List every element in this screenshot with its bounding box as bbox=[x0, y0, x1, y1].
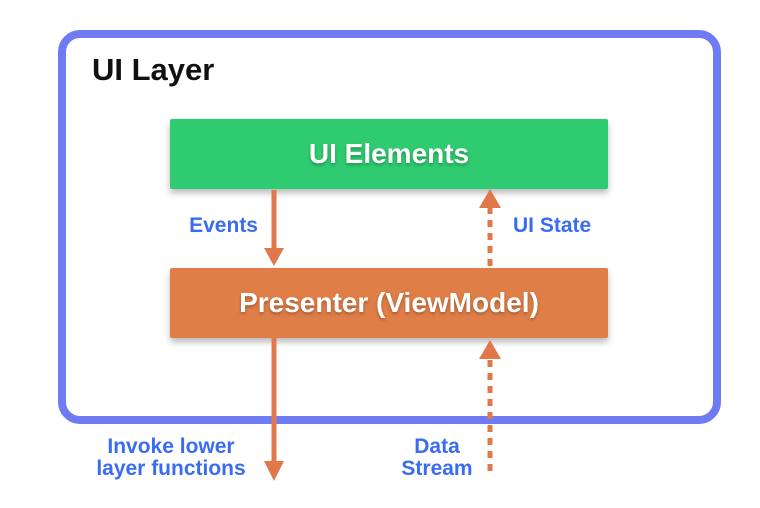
invoke-label-line2: layer functions bbox=[96, 457, 246, 480]
data-stream-label-line2: Stream bbox=[401, 457, 473, 480]
data-stream-label: Data Stream bbox=[377, 436, 497, 480]
presenter-label: Presenter (ViewModel) bbox=[239, 287, 539, 318]
ui-layer-container bbox=[58, 30, 721, 424]
invoke-label-line1: Invoke lower bbox=[107, 435, 235, 458]
events-label: Events bbox=[189, 214, 258, 237]
ui-layer-title: UI Layer bbox=[92, 52, 215, 87]
ui-state-label: UI State bbox=[513, 214, 592, 237]
ui-elements-label: UI Elements bbox=[308, 138, 470, 169]
presenter-box: Presenter (ViewModel) bbox=[170, 268, 608, 338]
ui-elements-box: UI Elements bbox=[170, 119, 608, 189]
data-stream-label-line1: Data bbox=[414, 435, 460, 458]
invoke-lower-layer-label: Invoke lower layer functions bbox=[71, 436, 271, 480]
